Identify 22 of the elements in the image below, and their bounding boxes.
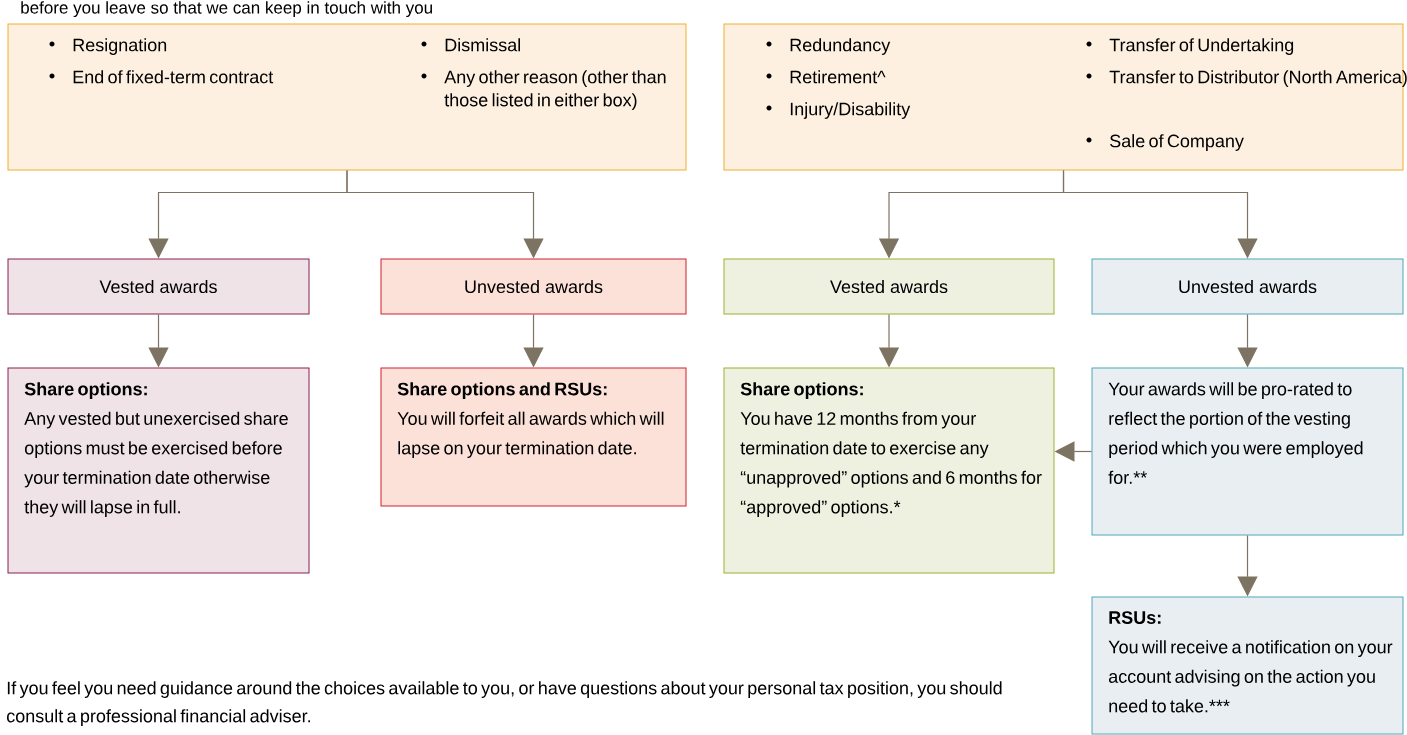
- header-box: Unvested awards: [380, 258, 687, 315]
- header-box: Unvested awards: [1091, 258, 1404, 315]
- list-item: Transfer of Undertaking: [1109, 38, 1294, 55]
- list-item: End of fixed-term contract: [73, 70, 274, 84]
- list-item: Dismissal: [445, 38, 520, 52]
- info-box: Share options and RSUs: You will forfeit all awards which will lapse on your termination date.: [380, 367, 687, 507]
- note-text: If you feel you need guidance around the choices available to you, or have questions about your personal tax position, you should consult a professional financial adviser.: [7, 681, 1002, 726]
- header-box: Vested awards: [7, 258, 310, 315]
- reasons-box: [723, 23, 1407, 171]
- info-box: Share options: Any vested but unexercised share options must be exercised before your termination date otherwise they will lapse in full.: [7, 367, 310, 574]
- list-item: Any other reason (other than those listed in either box): [444, 70, 666, 110]
- reasons-box: [7, 23, 687, 171]
- list-item: Retirement^: [790, 70, 886, 84]
- list-item: Resignation: [73, 38, 167, 55]
- list-item: Transfer to Distributor (North America): [1109, 70, 1407, 87]
- list-item: Injury/Disability: [790, 102, 911, 119]
- info-box: RSUs: You will receive a notification on your account advising on the action you need to take.***: [1091, 596, 1404, 735]
- header-box: Vested awards: [723, 258, 1055, 315]
- list-item: Redundancy: [790, 38, 891, 55]
- info-box: Share options: You have 12 months from your termination date to exercise any “unapproved” options and 6 months for “approved” options.*: [723, 367, 1055, 574]
- list-item: Sale of Company: [1110, 134, 1244, 151]
- info-box: Your awards will be pro-rated to reflect the portion of the vesting period which you were employed for.**: [1091, 367, 1404, 536]
